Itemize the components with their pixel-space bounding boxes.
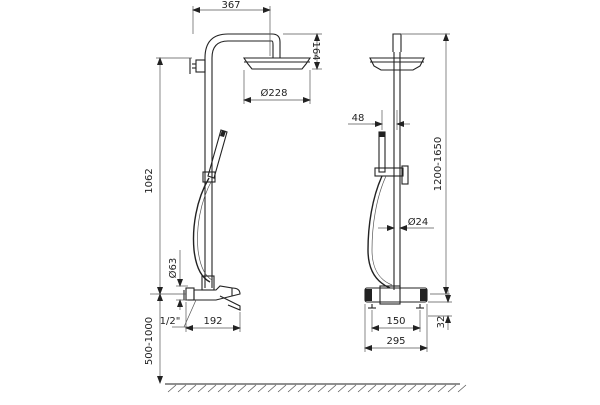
dim-mixer-width: 295 [386,336,405,347]
dim-column-height: 1200-1650 [433,137,444,192]
diverter-knob [195,59,206,73]
floor-hatch [417,384,427,393]
dim-total-height: 1062 [144,168,155,193]
floor-hatch [227,384,237,393]
dim-head-height: 164 [310,41,321,60]
mixer-front [364,287,428,303]
floor-hatch [397,384,407,393]
mixer-side [193,285,233,301]
floor-hatch [267,384,277,393]
dim-rail-diameter: Ø24 [408,216,429,228]
floor-hatch [437,384,447,393]
side-view [183,33,312,311]
floor-hatch [347,384,357,393]
hand-shower-front [378,131,386,173]
floor-line [165,383,467,393]
floor-hatch [387,384,397,393]
hose-front [367,175,391,289]
front-view-dimensions: 1200-1650 48 Ø24 150 295 32 [348,33,452,352]
floor-hatch [427,384,437,393]
hand-shower-side [207,129,228,179]
floor-hatch [447,384,457,393]
dim-mixer-height: 32 [436,316,447,329]
floor-hatch [297,384,307,393]
shower-head-front [369,57,425,71]
floor-hatch [337,384,347,393]
floor-hatch [457,384,467,393]
floor-hatch [287,384,297,393]
side-view-dimensions: 367 164 Ø228 1062 Ø63 1/2" 192 [144,0,322,384]
dim-thread: 1/2" [160,316,181,327]
floor-hatch [237,384,247,393]
front-view [364,33,428,309]
floor-hatch [217,384,227,393]
dim-connector-diameter: Ø63 [167,258,179,279]
floor-hatch [327,384,337,393]
dim-inlet-spacing: 150 [386,316,405,327]
shower-head-side [242,57,312,70]
floor-hatch [197,384,207,393]
floor-hatch [257,384,267,393]
floor-hatch [187,384,197,393]
floor-hatch [277,384,287,393]
floor-hatch [367,384,377,393]
floor-hatch [407,384,417,393]
dim-handshower-offset: 48 [352,113,365,124]
floor-hatch [247,384,257,393]
floor-hatch [377,384,387,393]
dim-arm-length: 367 [221,0,240,11]
floor-hatch [317,384,327,393]
floor-hatch [357,384,367,393]
dim-mount-height: 500-1000 [144,317,155,365]
dim-spout-length: 192 [203,316,222,327]
floor-hatch [167,384,177,393]
floor-hatch [307,384,317,393]
dim-head-diameter: Ø228 [261,87,288,99]
floor-hatch [207,384,217,393]
floor-hatch [177,384,187,393]
